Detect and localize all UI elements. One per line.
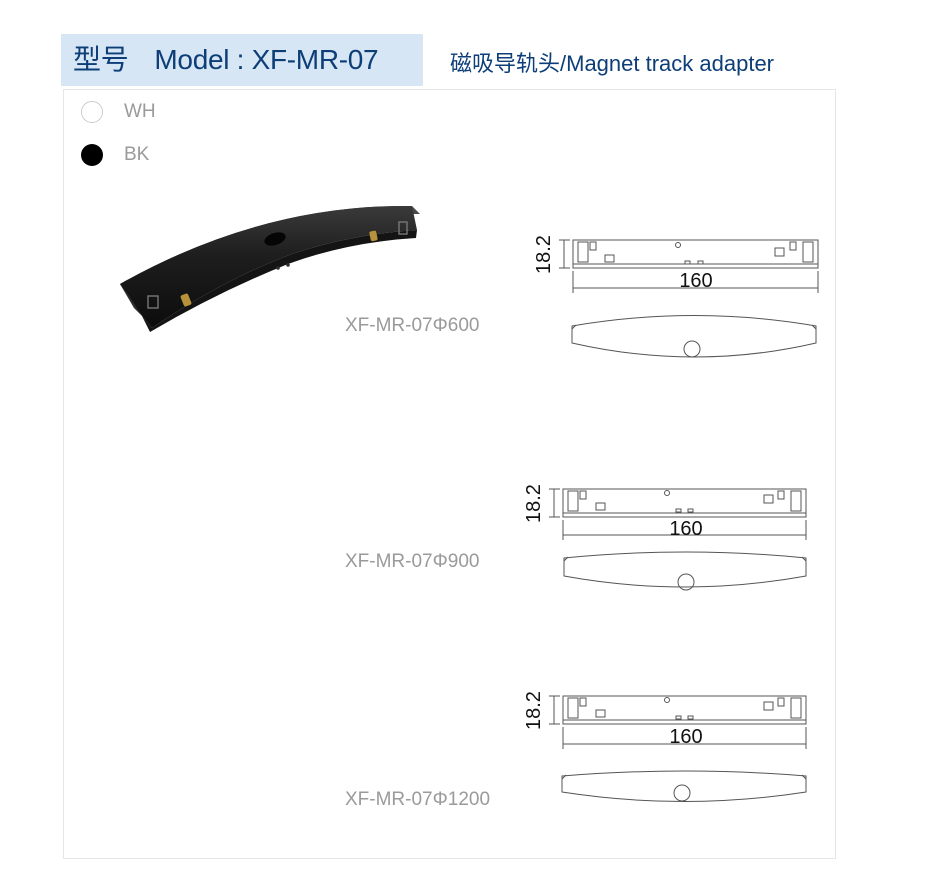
color-label-white: WH [124,101,156,122]
model-prefix: 型号 [73,44,129,75]
variant-label-1200: XF-MR-07Φ1200 [345,789,491,810]
dim-length-1200: 160 [669,726,702,748]
dim-length-600: 160 [679,270,712,292]
model-title: 型号 Model : XF-MR-07 [73,34,379,86]
model-header-box: 型号 Model : XF-MR-07 [61,34,423,86]
color-swatch-white [81,101,103,123]
color-swatch-black [81,144,103,166]
dim-height-600: 18.2 [533,235,555,274]
variant-label-900: XF-MR-07Φ900 [345,551,480,572]
drawing-phi600: 18.2 160 [533,235,819,358]
dim-height-900: 18.2 [523,484,545,523]
product-subtitle: 磁吸导轨头/Magnet track adapter [450,51,775,76]
dim-height-1200: 18.2 [523,691,545,730]
color-label-black: BK [124,144,150,165]
model-text: Model : XF-MR-07 [154,44,379,75]
content-panel [63,89,836,859]
drawing-phi1200: 18.2 160 [523,691,807,802]
dim-length-900: 160 [669,518,702,540]
product-photo [120,205,420,332]
variant-label-600: XF-MR-07Φ600 [345,315,480,336]
drawing-phi900: 18.2 160 [523,484,807,591]
